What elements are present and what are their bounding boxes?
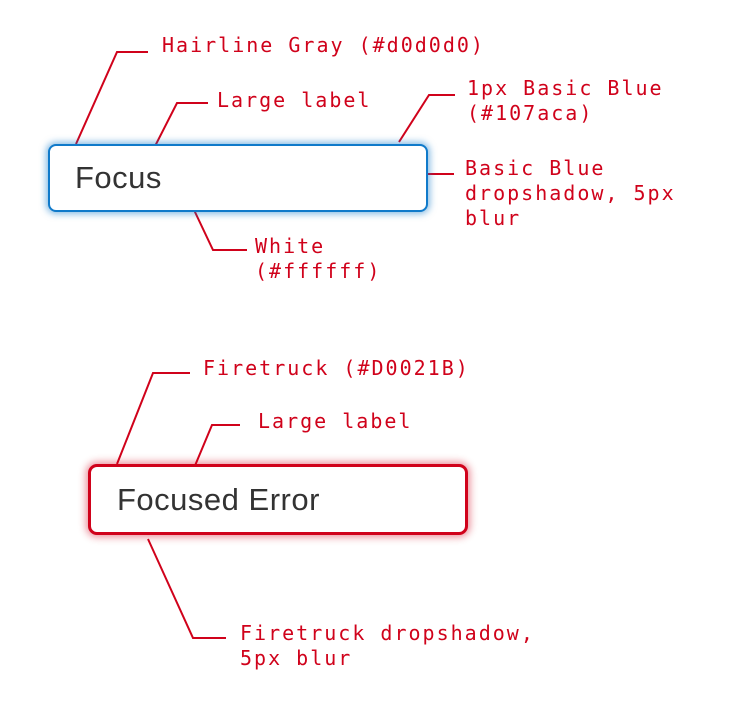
focused-error-input-field[interactable]: Focused Error bbox=[88, 464, 468, 535]
annotation-firetruck: Firetruck (#D0021B) bbox=[203, 356, 470, 380]
leader-firetruck-shadow bbox=[147, 538, 226, 639]
leader-hairline-gray bbox=[75, 51, 148, 145]
annotation-basic-blue-shadow: Basic Blue dropshadow, 5px blur bbox=[465, 156, 676, 230]
annotation-large-label-top: Large label bbox=[217, 88, 372, 112]
focus-input-field[interactable]: Focus bbox=[48, 144, 428, 212]
leader-firetruck bbox=[116, 372, 190, 465]
annotation-hairline-gray: Hairline Gray (#d0d0d0) bbox=[162, 33, 485, 57]
annotation-white-fill: White (#ffffff) bbox=[255, 234, 382, 283]
focus-input-label: Focus bbox=[75, 160, 162, 195]
annotation-basic-blue-border: 1px Basic Blue (#107aca) bbox=[467, 76, 664, 125]
focused-error-input-label: Focused Error bbox=[117, 481, 320, 517]
annotation-large-label-bottom: Large label bbox=[258, 409, 413, 433]
leader-basic-blue-border bbox=[398, 94, 455, 143]
annotation-firetruck-shadow: Firetruck dropshadow, 5px blur bbox=[240, 621, 535, 670]
